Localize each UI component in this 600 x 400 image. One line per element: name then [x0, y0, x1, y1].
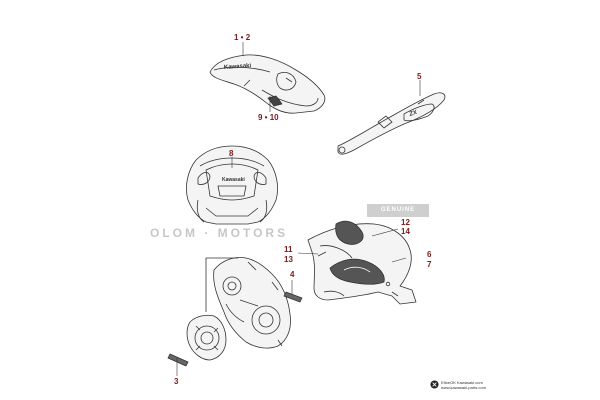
fairing-brand-text: Kawasaki	[222, 177, 245, 183]
footer-credits: EfloeOK Kawasaki.com www.kawasaki-parts.…	[441, 380, 486, 390]
callout-12: 12	[401, 218, 410, 227]
gasket-strip-3	[167, 353, 189, 367]
callout-11: 11	[284, 245, 293, 254]
watermark-text: OLOM · MOTORS	[150, 226, 289, 240]
engine-cover-part	[213, 257, 291, 349]
footer-line-2: www.kawasaki-parts.com	[441, 385, 486, 391]
chain-guard-part	[337, 92, 446, 155]
group-bracket-line	[205, 257, 238, 312]
tail-cowl-part	[209, 54, 326, 114]
callout-8: 8	[229, 149, 234, 158]
side-fairing-part	[307, 220, 417, 305]
callout-3: 3	[174, 377, 179, 386]
chain-guard-model-text: ZX	[408, 110, 419, 119]
callout-5: 5	[417, 72, 422, 81]
watermark-badge: GENUINE	[367, 204, 429, 217]
callout-6: 6	[427, 250, 432, 259]
leader-lines	[176, 42, 421, 376]
callout-1-2: 1 • 2	[234, 33, 251, 42]
callout-7: 7	[427, 260, 432, 269]
callout-4: 4	[290, 270, 295, 279]
callout-9-10: 9 • 10	[258, 113, 279, 122]
gasket-strip-4	[283, 291, 303, 303]
footer-line-1: EfloeOK Kawasaki.com	[441, 380, 483, 385]
callout-13: 13	[284, 255, 293, 264]
callout-14: 14	[401, 227, 410, 236]
footer-logo-icon	[430, 380, 439, 389]
generator-cover-part	[186, 314, 227, 361]
tail-cowl-brand-text: Kawasaki	[224, 63, 252, 71]
